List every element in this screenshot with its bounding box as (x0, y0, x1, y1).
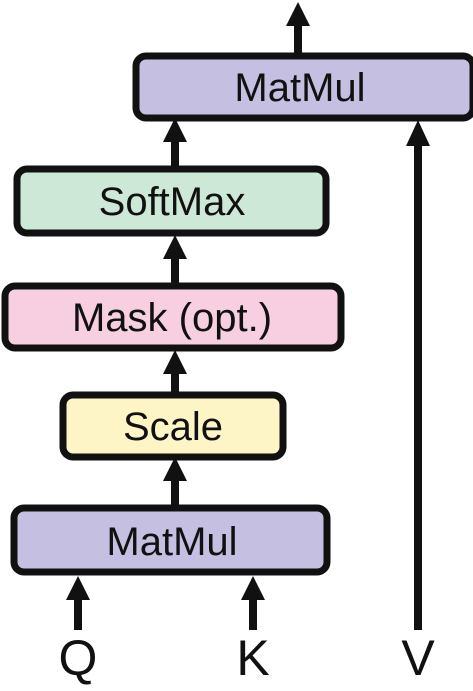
mask-label: Mask (opt.) (72, 296, 272, 340)
matmul-top-box (132, 52, 473, 122)
node-softmax: SoftMax (13, 165, 330, 237)
node-matmul-bottom: MatMul (10, 504, 331, 576)
matmul-bottom-label: MatMul (106, 520, 237, 564)
node-mask: Mask (opt.) (1, 282, 345, 352)
input-q-label: Q (59, 630, 98, 686)
scale-label: Scale (123, 405, 223, 449)
arrow-mask-to-softmax (163, 235, 187, 283)
arrow-q-to-matmul (66, 576, 90, 630)
node-scale: Scale (59, 391, 287, 461)
arrow-softmax-to-matmul-top (163, 118, 187, 166)
matmul-top-label: MatMul (234, 66, 365, 110)
scale-box (59, 391, 287, 461)
node-matmul-top: MatMul (132, 52, 473, 122)
arrow-matmul-bottom-to-scale (163, 457, 187, 505)
input-v-label: V (401, 630, 435, 686)
softmax-box (13, 165, 330, 237)
arrow-scale-to-mask (163, 350, 187, 392)
arrow-v-to-matmul-top (406, 120, 430, 630)
softmax-label: SoftMax (99, 180, 246, 224)
mask-box (1, 282, 345, 352)
arrow-k-to-matmul (241, 576, 265, 630)
inputs: Q K V (59, 630, 436, 686)
output-arrow (286, 2, 310, 54)
arrows (66, 2, 430, 630)
input-k-label: K (236, 630, 269, 686)
matmul-bottom-box (10, 504, 331, 576)
